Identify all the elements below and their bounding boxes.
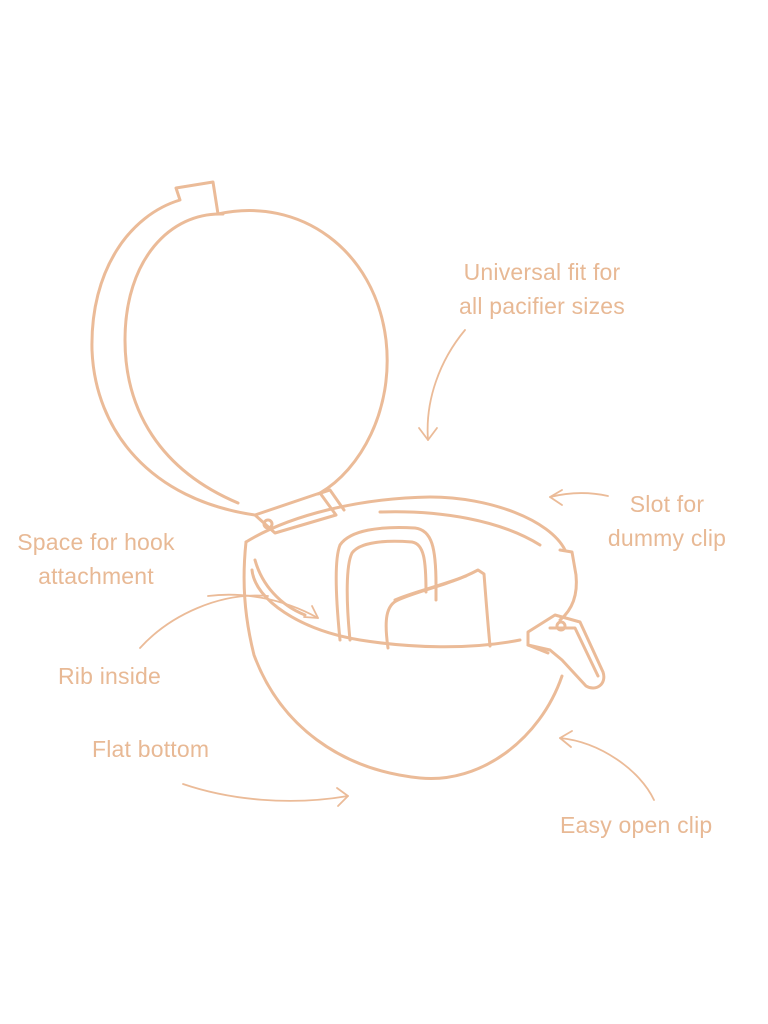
label-easy-open-clip: Easy open clip bbox=[560, 812, 713, 838]
case-clip bbox=[526, 613, 606, 690]
label-slot-for-clip: Slot for dummy clip bbox=[592, 487, 742, 555]
label-slot-for-clip-line2: dummy clip bbox=[607, 525, 727, 551]
label-universal-fit: Universal fit for all pacifier sizes bbox=[437, 255, 647, 323]
case-lid bbox=[90, 180, 389, 517]
arrow-rib-inside bbox=[139, 594, 269, 649]
arrow-universal-fit bbox=[418, 329, 466, 441]
case-hinge bbox=[253, 488, 346, 535]
inner-rib bbox=[334, 526, 492, 650]
label-rib-inside: Rib inside bbox=[58, 663, 161, 689]
label-flat-bottom: Flat bottom bbox=[92, 736, 210, 762]
arrow-slot-for-clip bbox=[549, 489, 609, 506]
arrow-hook-space bbox=[207, 593, 319, 619]
label-universal-fit-line2: all pacifier sizes bbox=[459, 293, 625, 319]
label-universal-fit-line1: Universal fit for bbox=[463, 259, 621, 285]
label-hook-space-line1: Space for hook bbox=[17, 529, 175, 555]
arrow-easy-open-clip bbox=[559, 730, 655, 801]
label-hook-space: Space for hook attachment bbox=[0, 525, 192, 593]
label-hook-space-line2: attachment bbox=[38, 563, 154, 589]
arrow-flat-bottom bbox=[182, 783, 349, 807]
label-slot-for-clip-line1: Slot for bbox=[629, 491, 705, 517]
case-base bbox=[242, 495, 578, 781]
